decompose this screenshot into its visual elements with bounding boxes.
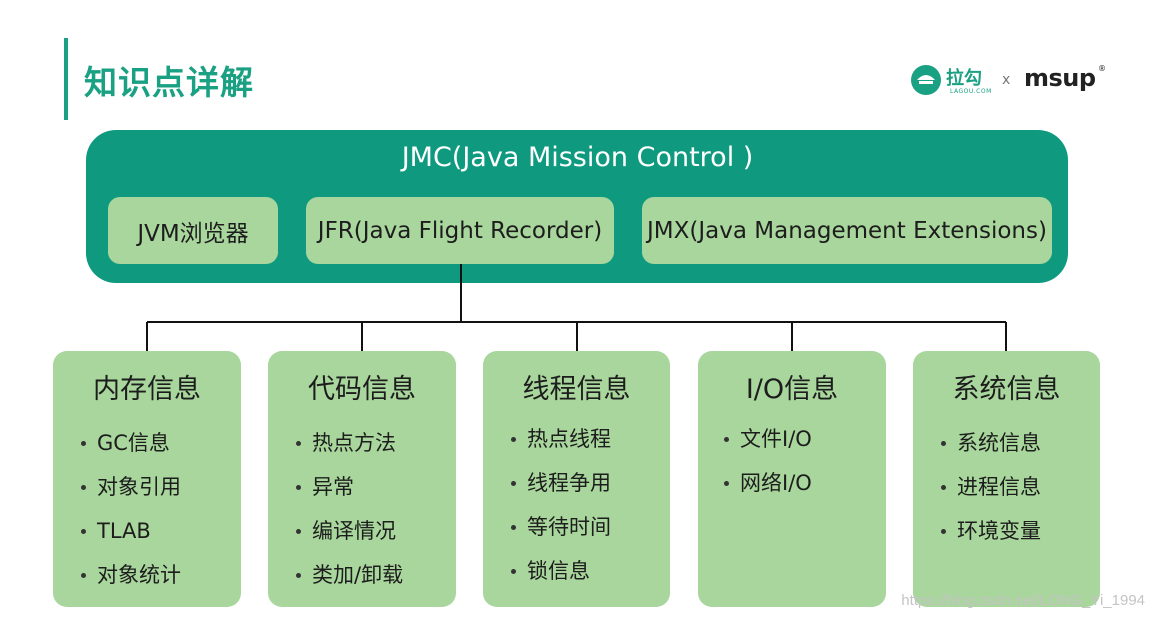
list-item: 网络I/O xyxy=(724,463,812,507)
list-item: 线程争用 xyxy=(511,463,611,507)
jmc-title: JMC(Java Mission Control ) xyxy=(0,142,1155,173)
list-item: 等待时间 xyxy=(511,507,611,551)
brand-separator: x xyxy=(1002,72,1011,88)
category-memory: 内存信息 GC信息 对象引用 TLAB 对象统计 xyxy=(53,351,241,607)
list-item: 对象统计 xyxy=(81,555,181,599)
brand-subtitle: LAGOU.COM xyxy=(950,88,992,95)
list-item: 进程信息 xyxy=(941,467,1041,511)
list-item: 对象引用 xyxy=(81,467,181,511)
list-item: 热点线程 xyxy=(511,419,611,463)
page-title: 知识点详解 xyxy=(84,63,254,102)
tool-label: JFR(Java Flight Recorder) xyxy=(317,217,603,244)
tool-jmx: JMX(Java Management Extensions) xyxy=(642,197,1052,264)
category-items: 文件I/O 网络I/O xyxy=(724,419,812,507)
list-item: 热点方法 xyxy=(296,423,403,467)
list-item: TLAB xyxy=(81,511,181,555)
list-item: 系统信息 xyxy=(941,423,1041,467)
list-item: 文件I/O xyxy=(724,419,812,463)
category-thread: 线程信息 热点线程 线程争用 等待时间 锁信息 xyxy=(483,351,670,607)
brand-name: 拉勾 xyxy=(946,68,982,89)
category-title: 内存信息 xyxy=(93,374,201,405)
list-item: 异常 xyxy=(296,467,403,511)
category-items: 热点方法 异常 编译情况 类加/卸载 xyxy=(296,423,403,599)
list-item: GC信息 xyxy=(81,423,181,467)
watermark: https://blog.csdn.net/LONG_Yi_1994 xyxy=(901,592,1145,609)
category-items: 系统信息 进程信息 环境变量 xyxy=(941,423,1041,555)
jmc-title-text: JMC(Java Mission Control ) xyxy=(401,142,754,173)
category-title: 代码信息 xyxy=(308,374,416,405)
registered-mark: ® xyxy=(1098,64,1106,73)
list-item: 环境变量 xyxy=(941,511,1041,555)
list-item: 锁信息 xyxy=(511,551,611,595)
tool-label: JMX(Java Management Extensions) xyxy=(647,217,1047,244)
category-items: GC信息 对象引用 TLAB 对象统计 xyxy=(81,423,181,599)
brand-logos: 拉勾 LAGOU.COM x msup ® xyxy=(910,62,1110,102)
tool-label: JVM浏览器 xyxy=(137,220,249,247)
list-item: 编译情况 xyxy=(296,511,403,555)
title-accent-bar xyxy=(64,38,68,120)
list-item: 类加/卸载 xyxy=(296,555,403,599)
category-system: 系统信息 系统信息 进程信息 环境变量 xyxy=(913,351,1100,607)
category-title: 系统信息 xyxy=(952,374,1061,405)
category-code: 代码信息 热点方法 异常 编译情况 类加/卸载 xyxy=(268,351,456,607)
lagou-logo-icon xyxy=(911,65,941,95)
category-io: I/O信息 文件I/O 网络I/O xyxy=(698,351,886,607)
tool-jvm-browser: JVM浏览器 xyxy=(108,197,278,264)
category-title: I/O信息 xyxy=(745,374,839,405)
partner-logo: msup xyxy=(1024,64,1096,92)
category-items: 热点线程 线程争用 等待时间 锁信息 xyxy=(511,419,611,595)
tool-jfr: JFR(Java Flight Recorder) xyxy=(306,197,614,264)
category-title: 线程信息 xyxy=(522,374,631,405)
